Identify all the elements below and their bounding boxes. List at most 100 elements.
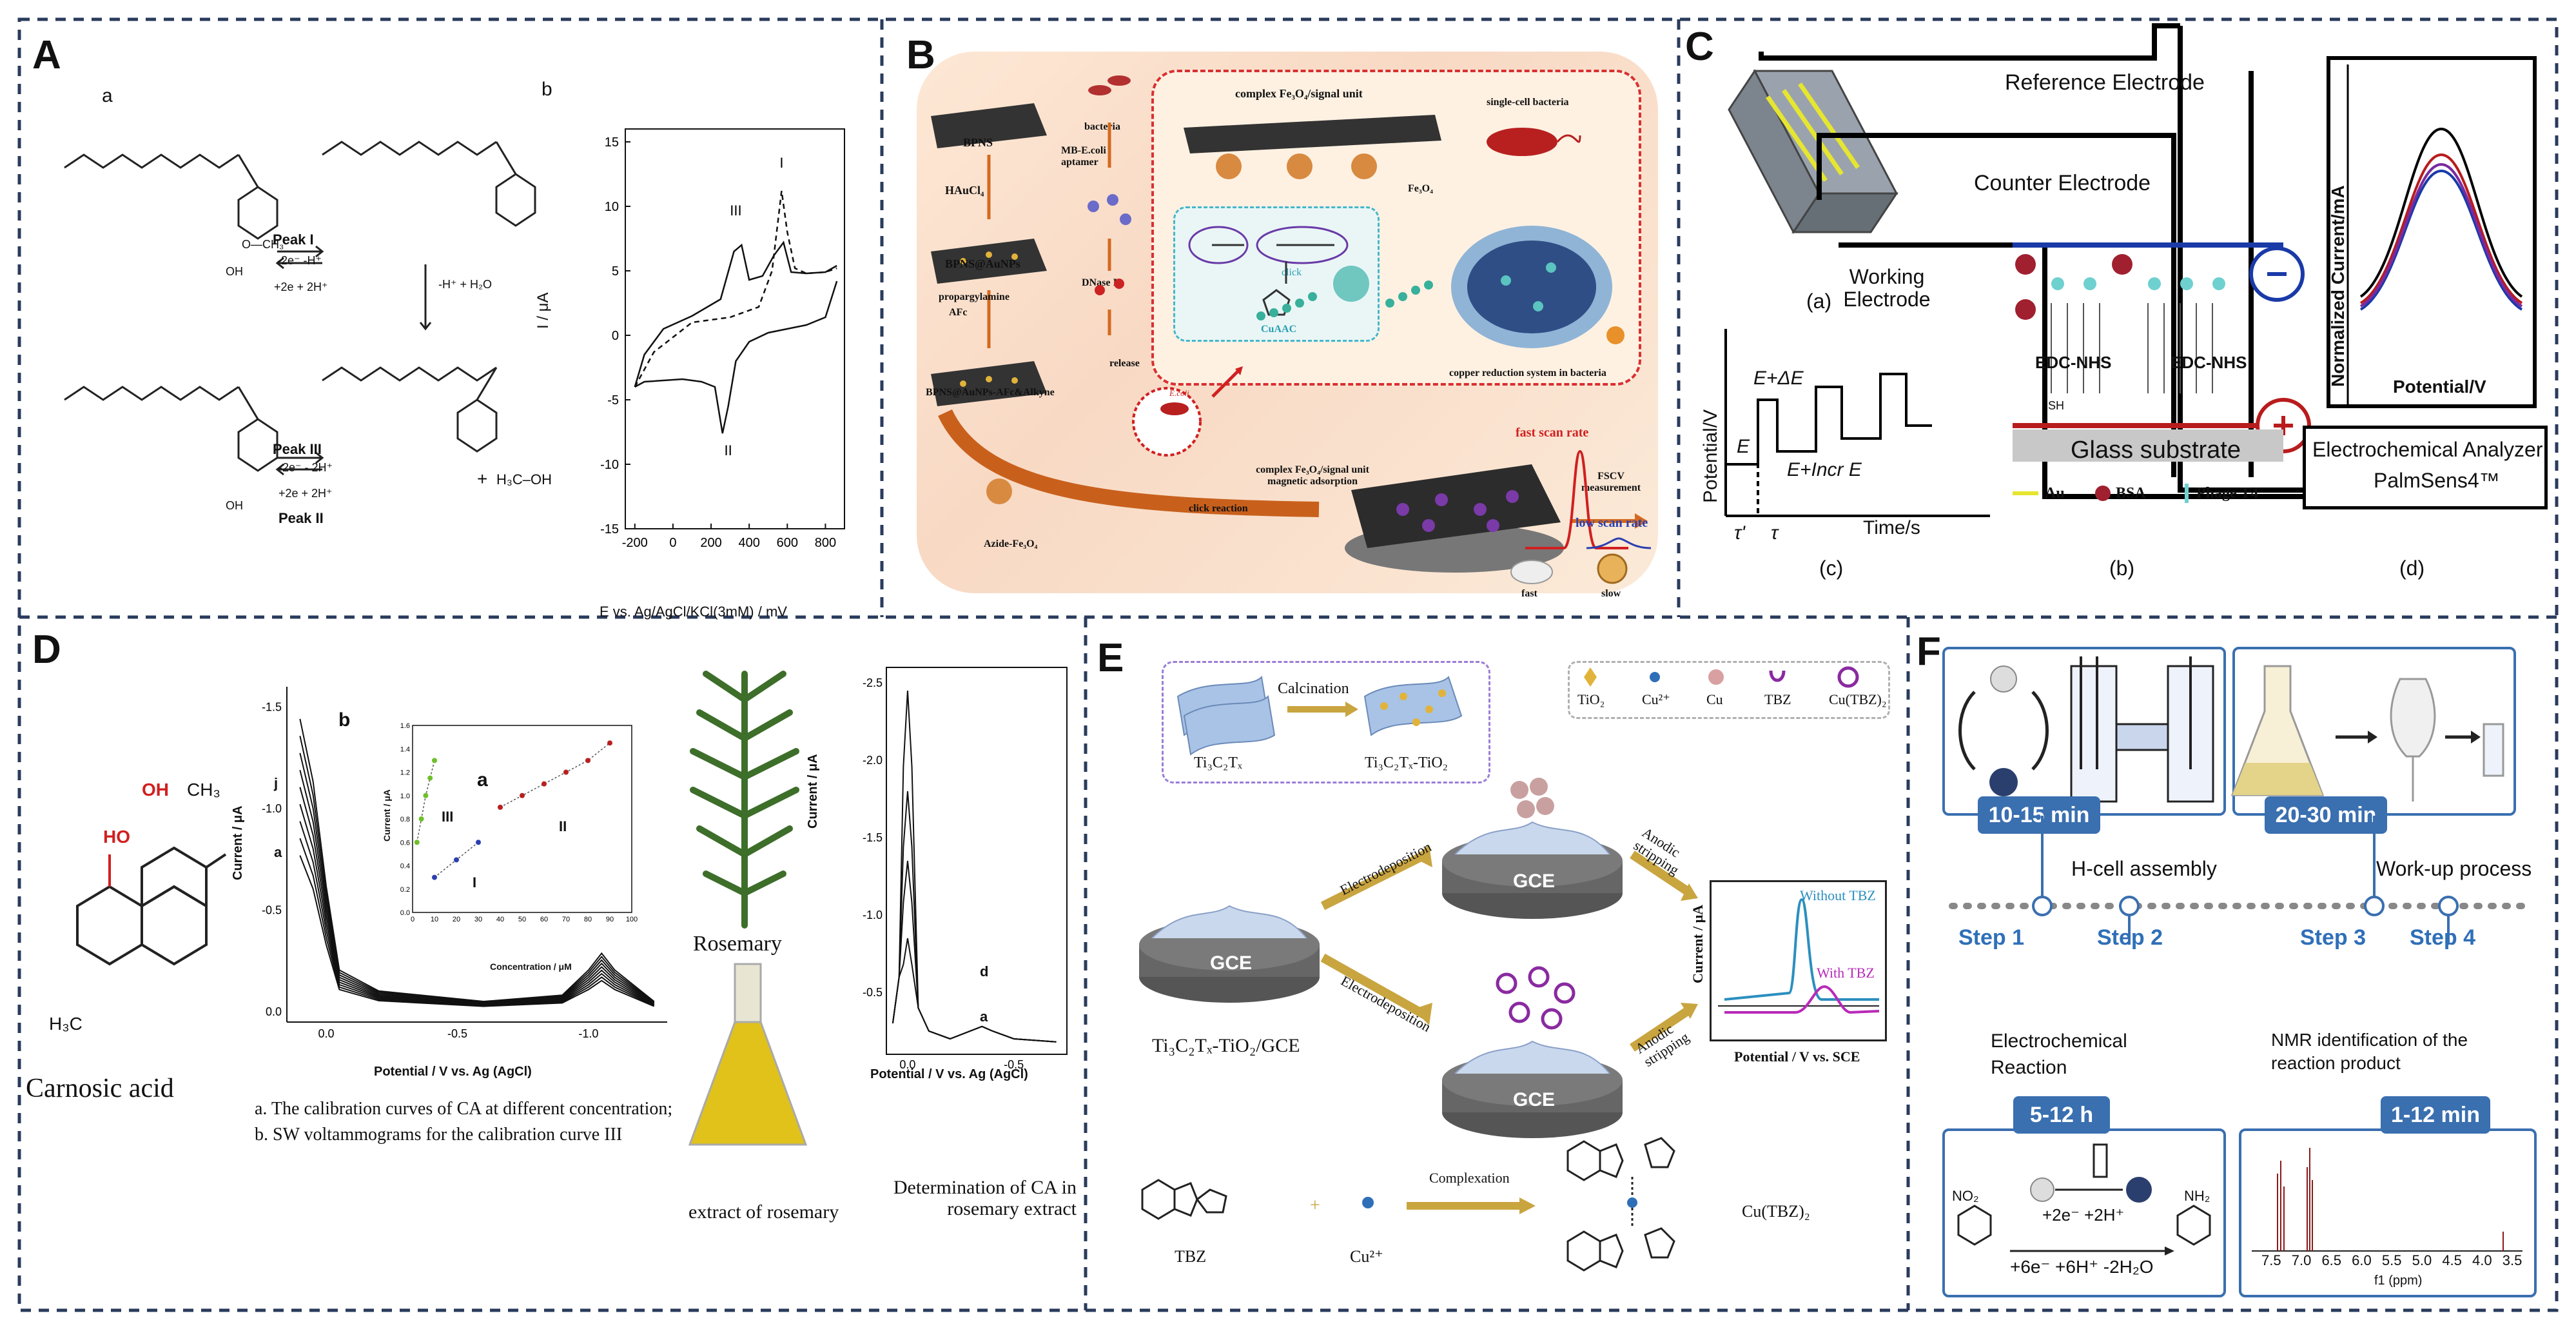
det-frame xyxy=(886,667,1068,1055)
sub-label-b: b xyxy=(542,79,552,100)
det-curve xyxy=(892,938,1057,1043)
determination-label: Determination of CA in rosemary extract xyxy=(893,1177,1077,1219)
norm-current-label: Normalized Current/mA xyxy=(2328,185,2348,387)
calib-xtick-label: 100 xyxy=(626,916,638,923)
cv-peak-label: III xyxy=(730,202,741,219)
calib-iii-label: III xyxy=(442,809,454,825)
cu-dot xyxy=(1362,1197,1374,1208)
copper-system-label: copper reduction system in bacteria xyxy=(1449,368,1606,379)
calib-point xyxy=(418,816,424,822)
dpv-chart xyxy=(2327,56,2537,408)
ti3c2-tio2-label: Ti₃C₂Tₓ-TiO₂ xyxy=(1365,754,1449,771)
electro-label: Electrochemical Reaction xyxy=(1991,1030,2127,1078)
det-xlabel: Potential / V vs. Ag (AgCl) xyxy=(870,1067,1028,1081)
nmr-spectrum xyxy=(2252,1148,2522,1252)
oh-label-2: OH xyxy=(226,499,243,512)
release-label: release xyxy=(1109,358,1140,369)
pulse-waveform xyxy=(1724,329,1990,517)
click-reaction-label: click reaction xyxy=(1189,503,1248,514)
calib-xtick-label: 20 xyxy=(453,916,460,923)
cv-ytick-label: 10 xyxy=(605,200,619,214)
cu-label: Cu²⁺ xyxy=(1350,1247,1383,1266)
time-pill-1: 10-15 min xyxy=(1978,796,2100,834)
calib-ytick-label: 0.4 xyxy=(400,863,410,871)
step-2: Step 2 xyxy=(2097,925,2163,950)
sub-label-b: (b) xyxy=(2109,556,2135,580)
ecoli-label: E.coli xyxy=(1169,388,1189,398)
swv-j-label: j xyxy=(274,775,278,791)
extract-label: extract of rosemary xyxy=(688,1201,839,1223)
cutbz-structure xyxy=(1566,1137,1675,1272)
och3-label-1: O—CH₃ xyxy=(242,238,284,251)
gce-label-top: GCE xyxy=(1513,871,1556,892)
legend-cu2: Cu²⁺ xyxy=(1642,691,1670,707)
calib-ytick-label: 1.4 xyxy=(400,745,410,753)
ppm-tick: 6.0 xyxy=(2352,1252,2372,1268)
e-label: E xyxy=(1737,436,1750,457)
calib-frame xyxy=(412,725,632,913)
peak-iii-label: Peak III xyxy=(273,441,322,457)
gce-left xyxy=(1139,905,1320,1003)
det-xtick-label: -0.5 xyxy=(1004,1058,1024,1071)
complex-bottom-label: complex Fe₃O₄/signal unit magnetic adsor… xyxy=(1256,464,1369,487)
complex-sheet xyxy=(1184,115,1441,179)
swv-xtick-label: -0.5 xyxy=(447,1027,467,1040)
panel-label-f: F xyxy=(1917,629,1941,674)
complex-top-label: complex Fe₃O₄/signal unit xyxy=(1235,87,1363,100)
cuaac-scheme xyxy=(1188,226,1349,316)
tbz-label: TBZ xyxy=(1175,1247,1207,1266)
edc-label-1: EDC-NHS xyxy=(2035,353,2112,372)
panel-b: B BPNS HAuCl₄ BPNS@AuNPs propargylamine … xyxy=(887,26,1675,613)
bacteria-icons xyxy=(1088,75,1131,335)
panel-a: A a b xyxy=(26,26,877,620)
workup-label: Work-up process xyxy=(2376,857,2532,880)
calib-xtick-label: 40 xyxy=(496,916,504,923)
dnase-label: DNase I xyxy=(1082,277,1117,288)
no2-label: NO₂ xyxy=(1952,1188,1979,1204)
panel-label-b: B xyxy=(906,33,935,77)
bsa-legend: BSA xyxy=(2116,485,2146,502)
calib-point xyxy=(432,758,437,763)
caption-a: a. The calibration curves of CA at diffe… xyxy=(255,1099,673,1119)
ppm-tick: 4.0 xyxy=(2472,1252,2492,1268)
plus-complex: + xyxy=(1310,1196,1320,1216)
tau-label: τ xyxy=(1771,522,1779,544)
process-arrows xyxy=(1320,845,1698,1052)
sub-label-d: (d) xyxy=(2399,556,2425,580)
bpns-label: BPNS xyxy=(963,136,993,149)
rx-top-label: +2e⁻ +2H⁺ xyxy=(2042,1205,2125,1225)
phage-legend: Phage T4 xyxy=(2196,485,2259,502)
cv-xtick-label: -200 xyxy=(622,536,648,550)
time-pill-4: 1-12 min xyxy=(2381,1096,2490,1134)
glass-label: Glass substrate xyxy=(2071,437,2241,464)
cv-ytick-label: 5 xyxy=(612,264,619,279)
ppm-label: f1 (ppm) xyxy=(2374,1274,2423,1288)
cv-xtick-label: 400 xyxy=(738,536,759,550)
single-cell-label: single-cell bacteria xyxy=(1487,97,1569,108)
det-xtick-label: 0.0 xyxy=(899,1058,915,1071)
calib-point xyxy=(423,792,429,798)
bpns-sheets xyxy=(931,103,1047,406)
panel-e: E Calcination Ti₃C₂Tₓ Ti₃C₂Tₓ-TiO₂ TiO₂ … xyxy=(1091,622,1906,1306)
nmr-label: NMR identification of the reaction produ… xyxy=(2271,1030,2468,1074)
bacteria-label: bacteria xyxy=(1084,121,1120,132)
analyzer-box xyxy=(2303,426,2548,509)
gce-label-bottom: GCE xyxy=(1513,1089,1556,1110)
propargylamine-label: propargylamine xyxy=(939,291,1010,302)
e-de-label: E+ΔE xyxy=(1753,368,1804,389)
calib-point xyxy=(542,781,547,787)
fast-scan-label: fast scan rate xyxy=(1516,426,1589,440)
swv-ytick-label: -1.5 xyxy=(262,701,282,714)
aptamer-label: MB-E.coli aptamer xyxy=(1061,145,1106,168)
peak-i-label: Peak I xyxy=(273,231,314,248)
det-d-label: d xyxy=(980,963,989,980)
calib-ii-label: II xyxy=(559,818,567,834)
legend-frame xyxy=(1568,661,1890,719)
working-electrode-label: Working Electrode xyxy=(1843,265,1931,311)
stripping-chart xyxy=(1718,898,1880,1014)
cv-series-line xyxy=(634,281,838,434)
workup-illustration xyxy=(2230,665,2504,802)
calib-ytick-label: 1.6 xyxy=(400,722,410,730)
calib-point xyxy=(607,740,612,746)
release-arrow xyxy=(1211,366,1243,398)
